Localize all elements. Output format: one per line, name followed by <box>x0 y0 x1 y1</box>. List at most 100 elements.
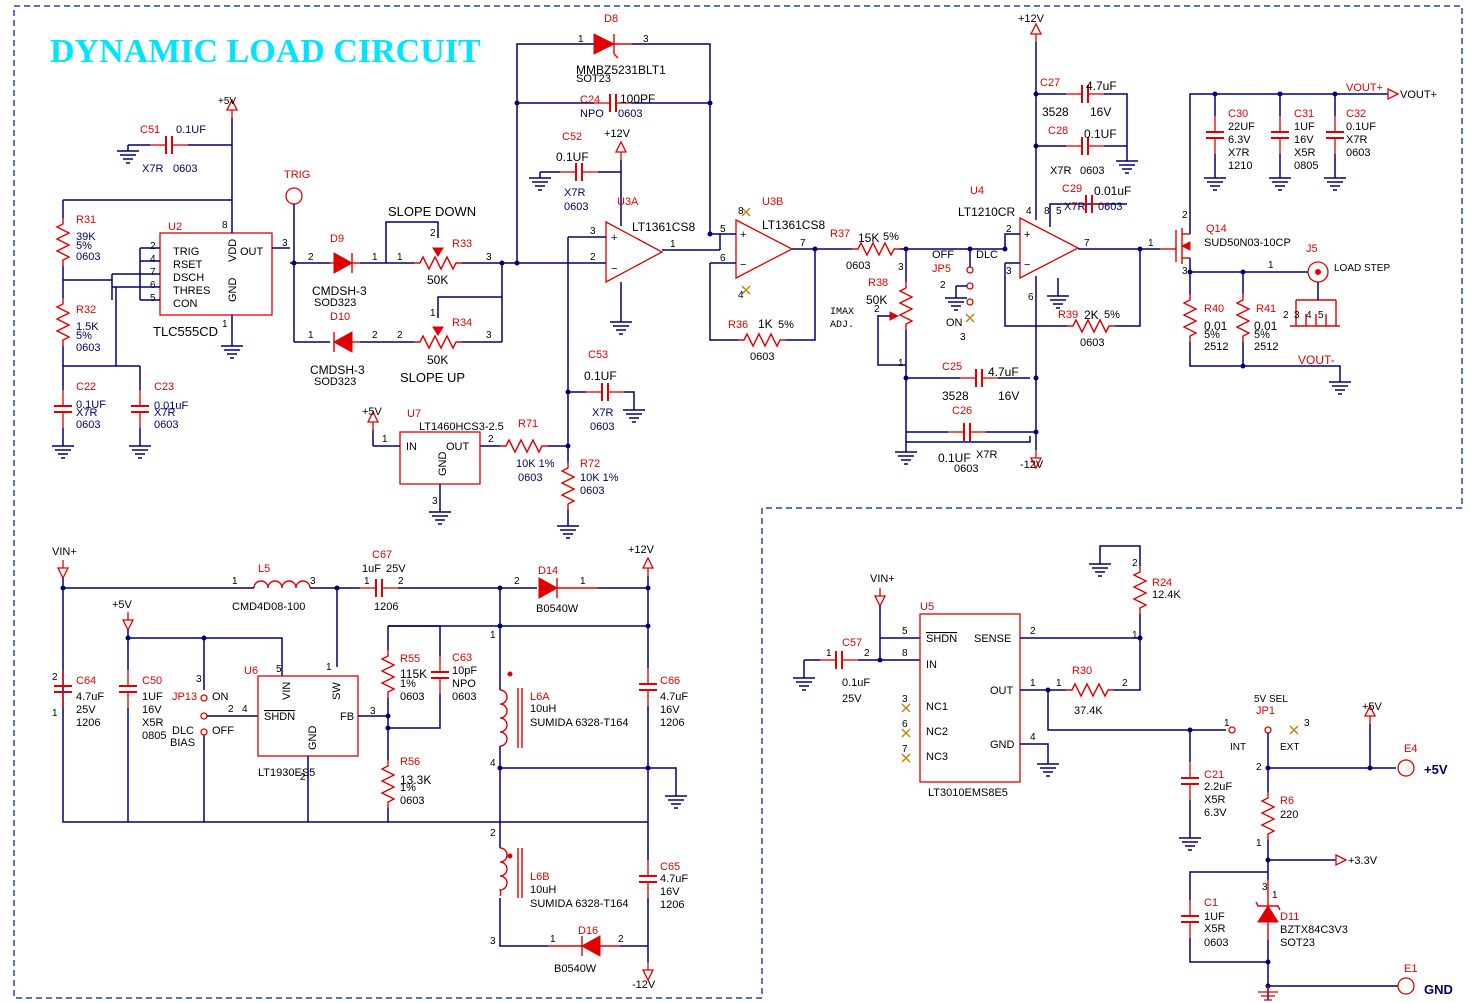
c50-value: 1UF <box>142 691 163 703</box>
svg-text:2: 2 <box>1006 224 1012 235</box>
net-voutm: VOUT- <box>1298 353 1335 367</box>
r31-tol: 5% <box>76 240 92 252</box>
svg-text:1: 1 <box>397 252 403 263</box>
jp5-ref: JP5 <box>932 263 951 275</box>
r55-value: 115K <box>400 667 427 681</box>
svg-text:8: 8 <box>222 220 228 231</box>
u4-part: LT1210CR <box>958 205 1015 219</box>
svg-text:2: 2 <box>1283 310 1289 321</box>
svg-text:3: 3 <box>486 252 492 263</box>
c53-ref: C53 <box>588 349 608 361</box>
c22-ref: C22 <box>76 381 96 393</box>
c1-ref: C1 <box>1204 897 1218 909</box>
l6b-part: SUMIDA 6328-T164 <box>530 898 628 910</box>
c25-ref: C25 <box>942 361 962 373</box>
c63-ref: C63 <box>452 652 472 664</box>
svg-text:5: 5 <box>720 224 726 235</box>
l6a-part: SUMIDA 6328-T164 <box>530 717 628 729</box>
svg-text:1: 1 <box>222 319 228 330</box>
net-5v-u7: +5V <box>362 406 383 418</box>
r55-pkg: 0603 <box>400 691 424 703</box>
svg-text:3: 3 <box>1262 882 1268 893</box>
c25-value: 4.7uF <box>988 365 1019 379</box>
r40-pkg: 2512 <box>1204 341 1228 353</box>
u6-ref: U6 <box>244 665 258 677</box>
u5-in: IN <box>926 659 937 671</box>
u5-nc1: NC1 <box>926 701 948 713</box>
svg-text:2: 2 <box>398 576 404 587</box>
svg-text:7: 7 <box>800 238 806 249</box>
r34-value: 50K <box>427 353 448 367</box>
l5-inductor <box>253 580 311 589</box>
svg-text:3: 3 <box>310 576 316 587</box>
net-12v-u4: +12V <box>1018 13 1045 25</box>
svg-text:1: 1 <box>898 358 904 369</box>
r38-ref: R38 <box>868 277 888 289</box>
c52-value: 0.1UF <box>556 150 589 164</box>
c29-dielectric: X7R <box>1064 201 1085 213</box>
svg-text:1: 1 <box>232 576 238 587</box>
svg-text:1: 1 <box>1224 718 1230 729</box>
net-m12v-bottom: -12V <box>632 979 656 991</box>
c25-size: 3528 <box>942 389 969 403</box>
svg-text:2: 2 <box>864 648 870 659</box>
d10-pkg: SOD323 <box>314 376 356 388</box>
svg-text:6: 6 <box>150 280 156 291</box>
u4-ref: U4 <box>970 185 984 197</box>
u5-nc3: NC3 <box>926 751 948 763</box>
e4-terminal[interactable] <box>1397 759 1415 777</box>
u5-sense: SENSE <box>974 633 1011 645</box>
r41-tol: 5% <box>1254 329 1270 341</box>
c28-ref: C28 <box>1048 125 1068 137</box>
svg-text:4: 4 <box>242 704 248 715</box>
e1-terminal[interactable] <box>1397 977 1415 995</box>
svg-text:1: 1 <box>580 576 586 587</box>
c30-voltage: 6.3V <box>1228 134 1251 146</box>
d9-diode <box>330 252 360 274</box>
c51-value: 0.1UF <box>176 124 206 136</box>
page-title: DYNAMIC LOAD CIRCUIT <box>50 33 481 70</box>
c24-dielectric: NPO <box>580 108 604 120</box>
c21-voltage: 6.3V <box>1204 807 1227 819</box>
svg-text:2: 2 <box>1030 626 1036 637</box>
svg-text:2: 2 <box>397 330 403 341</box>
r40-tol: 5% <box>1204 329 1220 341</box>
r24-ref: R24 <box>1152 577 1172 589</box>
trig-label: TRIG <box>284 169 310 181</box>
l6b-value: 10uH <box>530 884 556 896</box>
q14-mosfet <box>1160 228 1191 264</box>
c29-pkg: 0603 <box>1098 201 1122 213</box>
d16-ref: D16 <box>578 925 598 937</box>
u2-pin-gnd: GND <box>227 278 239 303</box>
u2-ref: U2 <box>168 221 182 233</box>
r41-value: 0.01 <box>1254 319 1278 333</box>
r38-label: IMAX <box>830 307 854 318</box>
net-12v-u3: +12V <box>604 128 631 140</box>
svg-text:2: 2 <box>514 576 520 587</box>
svg-text:3: 3 <box>490 936 496 947</box>
svg-text:3: 3 <box>432 496 438 507</box>
c65-value: 4.7uF <box>660 873 688 885</box>
svg-text:2: 2 <box>150 241 156 252</box>
c63-value: 10pF <box>452 665 477 677</box>
svg-text:1: 1 <box>490 630 496 641</box>
c31-value: 1UF <box>1294 121 1315 133</box>
svg-text:1: 1 <box>372 252 378 263</box>
c53-value: 0.1UF <box>584 369 617 383</box>
u2-timer: U2 TRIG RSET DSCH THRES CON OUT VDD GND … <box>150 220 288 339</box>
j5-label: LOAD STEP <box>1334 263 1390 274</box>
j5-ref: J5 <box>1306 243 1318 255</box>
r6-ref: R6 <box>1280 795 1294 807</box>
c66-ref: C66 <box>660 675 680 687</box>
r71-value: 10K 1% <box>516 458 555 470</box>
c63-dielectric: NPO <box>452 678 476 690</box>
svg-text:3: 3 <box>1304 718 1310 729</box>
c67-value: 1uF <box>362 563 381 575</box>
c31-voltage: 16V <box>1294 134 1314 146</box>
c57-ref: C57 <box>842 637 862 649</box>
r39-value: 2K <box>1084 308 1099 322</box>
r71-pkg: 0603 <box>518 472 542 484</box>
c22-pkg: 0603 <box>76 419 100 431</box>
c32-pkg: 0603 <box>1346 147 1370 159</box>
r38-value: 50K <box>866 293 887 307</box>
